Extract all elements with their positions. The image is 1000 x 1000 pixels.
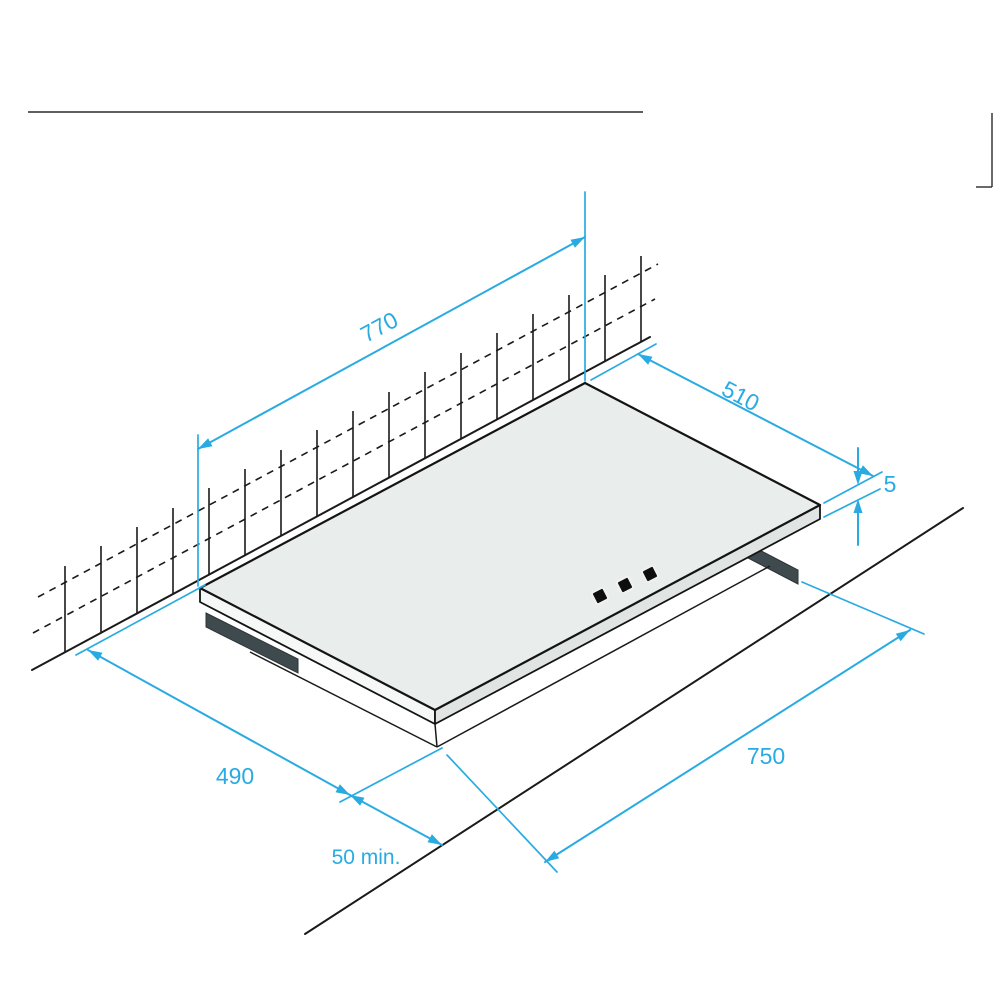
arrowhead [853,499,863,513]
hob-body-edge-right [436,565,771,748]
dimension-line [637,353,874,477]
extension-line [823,471,883,504]
hob-body-edge-left [249,651,438,748]
hob-control-buttons [590,564,660,606]
arrowhead [858,465,873,476]
arrowhead [570,237,585,248]
arrowhead [638,354,653,365]
extension-line [75,584,206,656]
control-button [615,575,635,595]
hob-body [249,565,771,748]
arrowhead [335,784,350,795]
wall-hatching [64,256,642,652]
hob-body-corner-edge [434,723,438,748]
cutout-left-wall [205,612,299,674]
wall-dashed-line-upper [37,263,659,598]
dimension-490: 490 [75,584,443,803]
arrowhead [853,471,863,485]
arrowhead [88,650,103,661]
countertop-front-edge [304,507,964,935]
extension-line [590,343,657,381]
arrowhead [895,630,910,642]
hob [198,381,822,725]
extension-line [446,754,558,873]
wall [31,256,659,671]
arrowhead [350,795,365,806]
extension-line [823,488,881,518]
extension-line [339,747,443,803]
dimension-line [197,236,586,450]
dimension-line [87,649,351,796]
dimension-line [349,794,443,846]
dimension-label-490: 490 [216,763,254,789]
dimension-label-750: 750 [747,743,785,769]
dimension-50-min: 50 min. [332,794,443,869]
dimension-5: 5 [823,447,897,546]
arrowhead [545,850,560,862]
arrowhead [427,834,442,845]
dimension-label-510: 510 [718,376,764,417]
hob-top-surface [198,381,822,712]
dimension-750: 750 [446,581,925,873]
dimension-label-50-min: 50 min. [332,846,401,869]
wall-base-line [31,336,651,671]
control-button [640,564,660,584]
arrowhead [198,438,213,449]
frame-right-corner-mark [976,113,993,188]
extension-line [801,581,925,635]
dimension-label-5: 5 [884,471,897,497]
control-button [590,586,610,606]
dimension-line [544,629,911,863]
